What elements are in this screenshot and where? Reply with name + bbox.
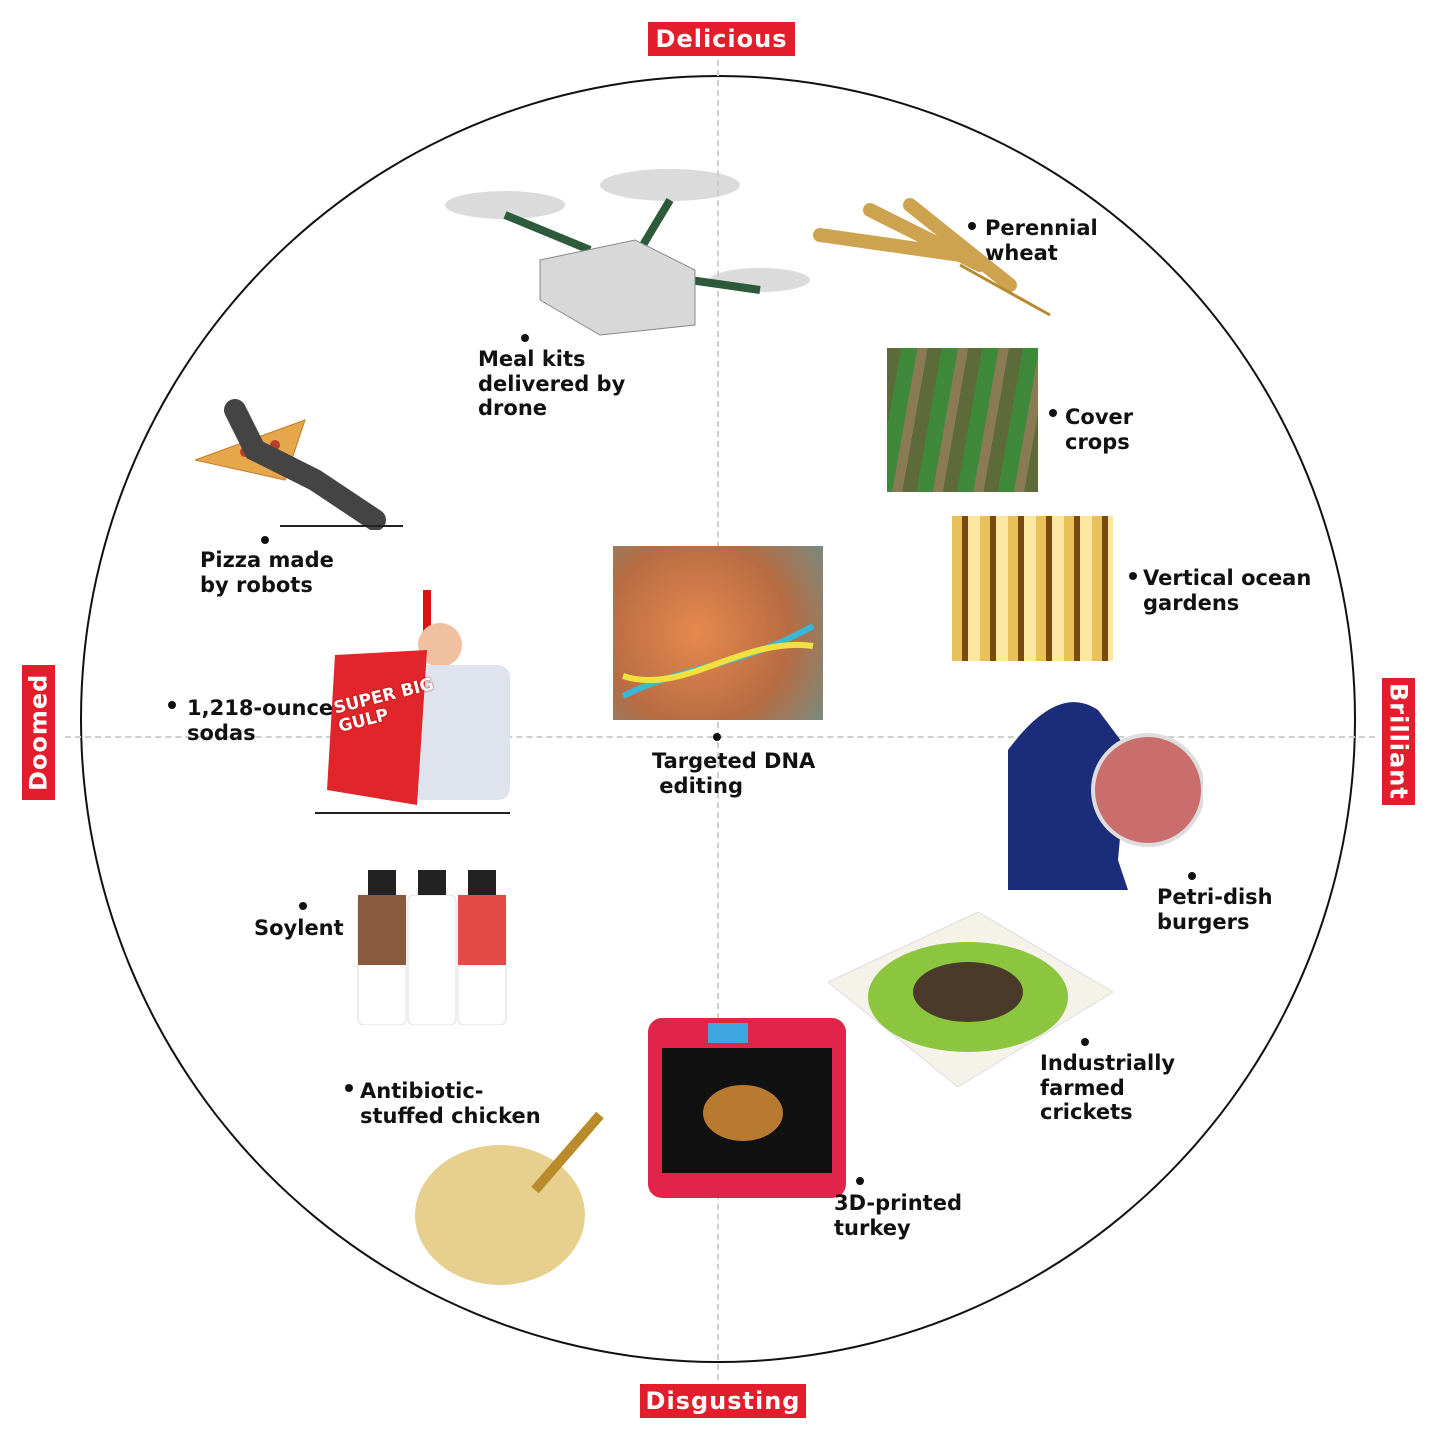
robot-pizza-image	[195, 399, 386, 530]
marker-dot	[521, 334, 529, 342]
big-gulp-image	[327, 590, 510, 805]
label-vertical-ocean-gardens: Vertical ocean gardens	[1143, 566, 1312, 615]
wheat-image	[813, 198, 1051, 317]
chicken-image	[415, 1111, 604, 1285]
axis-label-bottom: Disgusting	[640, 1384, 806, 1418]
crickets-image	[828, 912, 1113, 1087]
ocean-gardens-image	[952, 516, 1113, 661]
marker-dot	[1188, 872, 1196, 880]
label-meal-kits: Meal kits delivered by drone	[478, 347, 626, 420]
marker-dot	[168, 701, 176, 709]
label-3d-turkey: 3D-printed turkey	[834, 1191, 962, 1240]
marker-dot	[261, 536, 269, 544]
dna-image	[613, 546, 823, 720]
label-petri-dish-burgers: Petri-dish burgers	[1157, 885, 1273, 934]
vertical-axis	[717, 60, 719, 1380]
marker-dot	[856, 1177, 864, 1185]
3d-printer-image	[648, 1018, 846, 1198]
drone-image	[445, 169, 810, 336]
marker-dot	[1049, 409, 1057, 417]
marker-dot	[1129, 572, 1137, 580]
pizza-baseline	[280, 525, 403, 527]
label-soylent: Soylent	[254, 916, 344, 940]
marker-dot	[345, 1084, 353, 1092]
axis-label-top: Delicious	[648, 22, 795, 56]
label-crickets: Industrially farmed crickets	[1040, 1051, 1176, 1124]
marker-dot	[299, 902, 307, 910]
petri-dish-image	[1008, 702, 1203, 890]
soda-baseline	[315, 812, 510, 814]
marker-dot	[968, 222, 976, 230]
label-perennial-wheat: Perennial wheat	[985, 216, 1098, 265]
label-antibiotic-chicken: Antibiotic- stuffed chicken	[360, 1079, 541, 1128]
label-cover-crops: Cover crops	[1065, 405, 1134, 454]
axis-label-right: Brilliant	[1382, 678, 1415, 805]
marker-dot	[713, 733, 721, 741]
marker-dot	[1081, 1038, 1089, 1046]
cover-crops-image	[887, 348, 1038, 492]
label-pizza-robots: Pizza made by robots	[200, 548, 334, 597]
soylent-image	[357, 870, 507, 1025]
label-dna-editing: Targeted DNA editing	[652, 749, 816, 798]
axis-label-left: Doomed	[22, 665, 55, 800]
label-sodas: 1,218-ounce sodas	[187, 696, 334, 745]
